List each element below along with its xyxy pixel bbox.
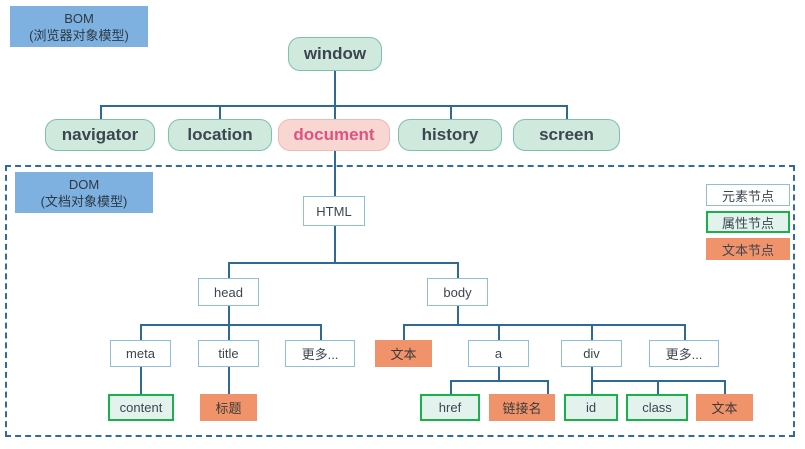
connector-drop-class (657, 380, 659, 394)
connector-drop-div (591, 324, 593, 340)
dom-node-div[interactable]: div (561, 340, 622, 367)
legend-item-element-node: 元素节点 (706, 184, 790, 206)
connector-div-stem (591, 367, 593, 380)
connector-drop-navigator (100, 105, 102, 119)
dom-leaf-title-text[interactable]: 标题 (200, 394, 257, 421)
dom-region-boundary (5, 165, 795, 437)
connector-drop-screen (566, 105, 568, 119)
bom-abbr: BOM (64, 11, 94, 26)
connector-document-to-html (334, 151, 336, 196)
connector-a-bus (450, 380, 547, 382)
connector-drop-head (228, 262, 230, 278)
dom-node-body-more[interactable]: 更多... (649, 340, 719, 367)
connector-html-stem (334, 226, 336, 262)
connector-drop-div-text (724, 380, 726, 394)
dom-node-html[interactable]: HTML (303, 196, 365, 226)
connector-head-bus (140, 324, 320, 326)
connector-drop-location (219, 105, 221, 119)
bom-node-navigator[interactable]: navigator (45, 119, 155, 151)
connector-drop-body-more (684, 324, 686, 340)
dom-leaf-content[interactable]: content (108, 394, 174, 421)
bom-node-screen[interactable]: screen (513, 119, 620, 151)
connector-a-stem (498, 367, 500, 380)
connector-drop-body (457, 262, 459, 278)
dom-abbr: DOM (68, 177, 100, 192)
bom-node-document[interactable]: document (278, 119, 390, 151)
legend-item-text-node: 文本节点 (706, 238, 790, 260)
dom-node-head[interactable]: head (198, 278, 259, 306)
legend-item-attribute-node: 属性节点 (706, 211, 790, 233)
connector-drop-meta (140, 324, 142, 340)
dom-node-body-text[interactable]: 文本 (375, 340, 432, 367)
dom-leaf-href[interactable]: href (420, 394, 480, 421)
dom-node-title[interactable]: title (198, 340, 259, 367)
dom-leaf-div-text[interactable]: 文本 (696, 394, 753, 421)
connector-drop-body-text (403, 324, 405, 340)
connector-bom-bus (100, 105, 567, 107)
dom-section-label: DOM (文档对象模型) (15, 172, 153, 213)
connector-html-bus (228, 262, 458, 264)
bom-node-location[interactable]: location (168, 119, 272, 151)
connector-drop-title (228, 324, 230, 340)
dom-node-body[interactable]: body (427, 278, 488, 306)
connector-drop-linkname (547, 380, 549, 394)
legend: 元素节点 属性节点 文本节点 (706, 184, 790, 265)
connector-title-to-text (228, 367, 230, 394)
dom-node-head-more[interactable]: 更多... (285, 340, 355, 367)
connector-drop-history (450, 105, 452, 119)
connector-drop-document (334, 105, 336, 119)
bom-section-label: BOM (浏览器对象模型) (10, 6, 148, 47)
connector-meta-to-content (140, 367, 142, 394)
dom-node-a[interactable]: a (468, 340, 529, 367)
connector-body-bus (403, 324, 684, 326)
bom-node-window[interactable]: window (288, 37, 382, 71)
bom-node-history[interactable]: history (398, 119, 502, 151)
bom-full-name: (浏览器对象模型) (29, 28, 129, 43)
dom-node-meta[interactable]: meta (110, 340, 171, 367)
connector-body-stem (457, 306, 459, 324)
connector-head-stem (228, 306, 230, 324)
dom-leaf-linkname[interactable]: 链接名 (489, 394, 555, 421)
dom-leaf-class[interactable]: class (626, 394, 688, 421)
connector-drop-head-more (320, 324, 322, 340)
connector-drop-id (591, 380, 593, 394)
dom-full-name: (文档对象模型) (40, 194, 128, 209)
dom-leaf-id[interactable]: id (564, 394, 618, 421)
connector-window-stem (334, 71, 336, 105)
connector-drop-a (498, 324, 500, 340)
connector-drop-href (450, 380, 452, 394)
